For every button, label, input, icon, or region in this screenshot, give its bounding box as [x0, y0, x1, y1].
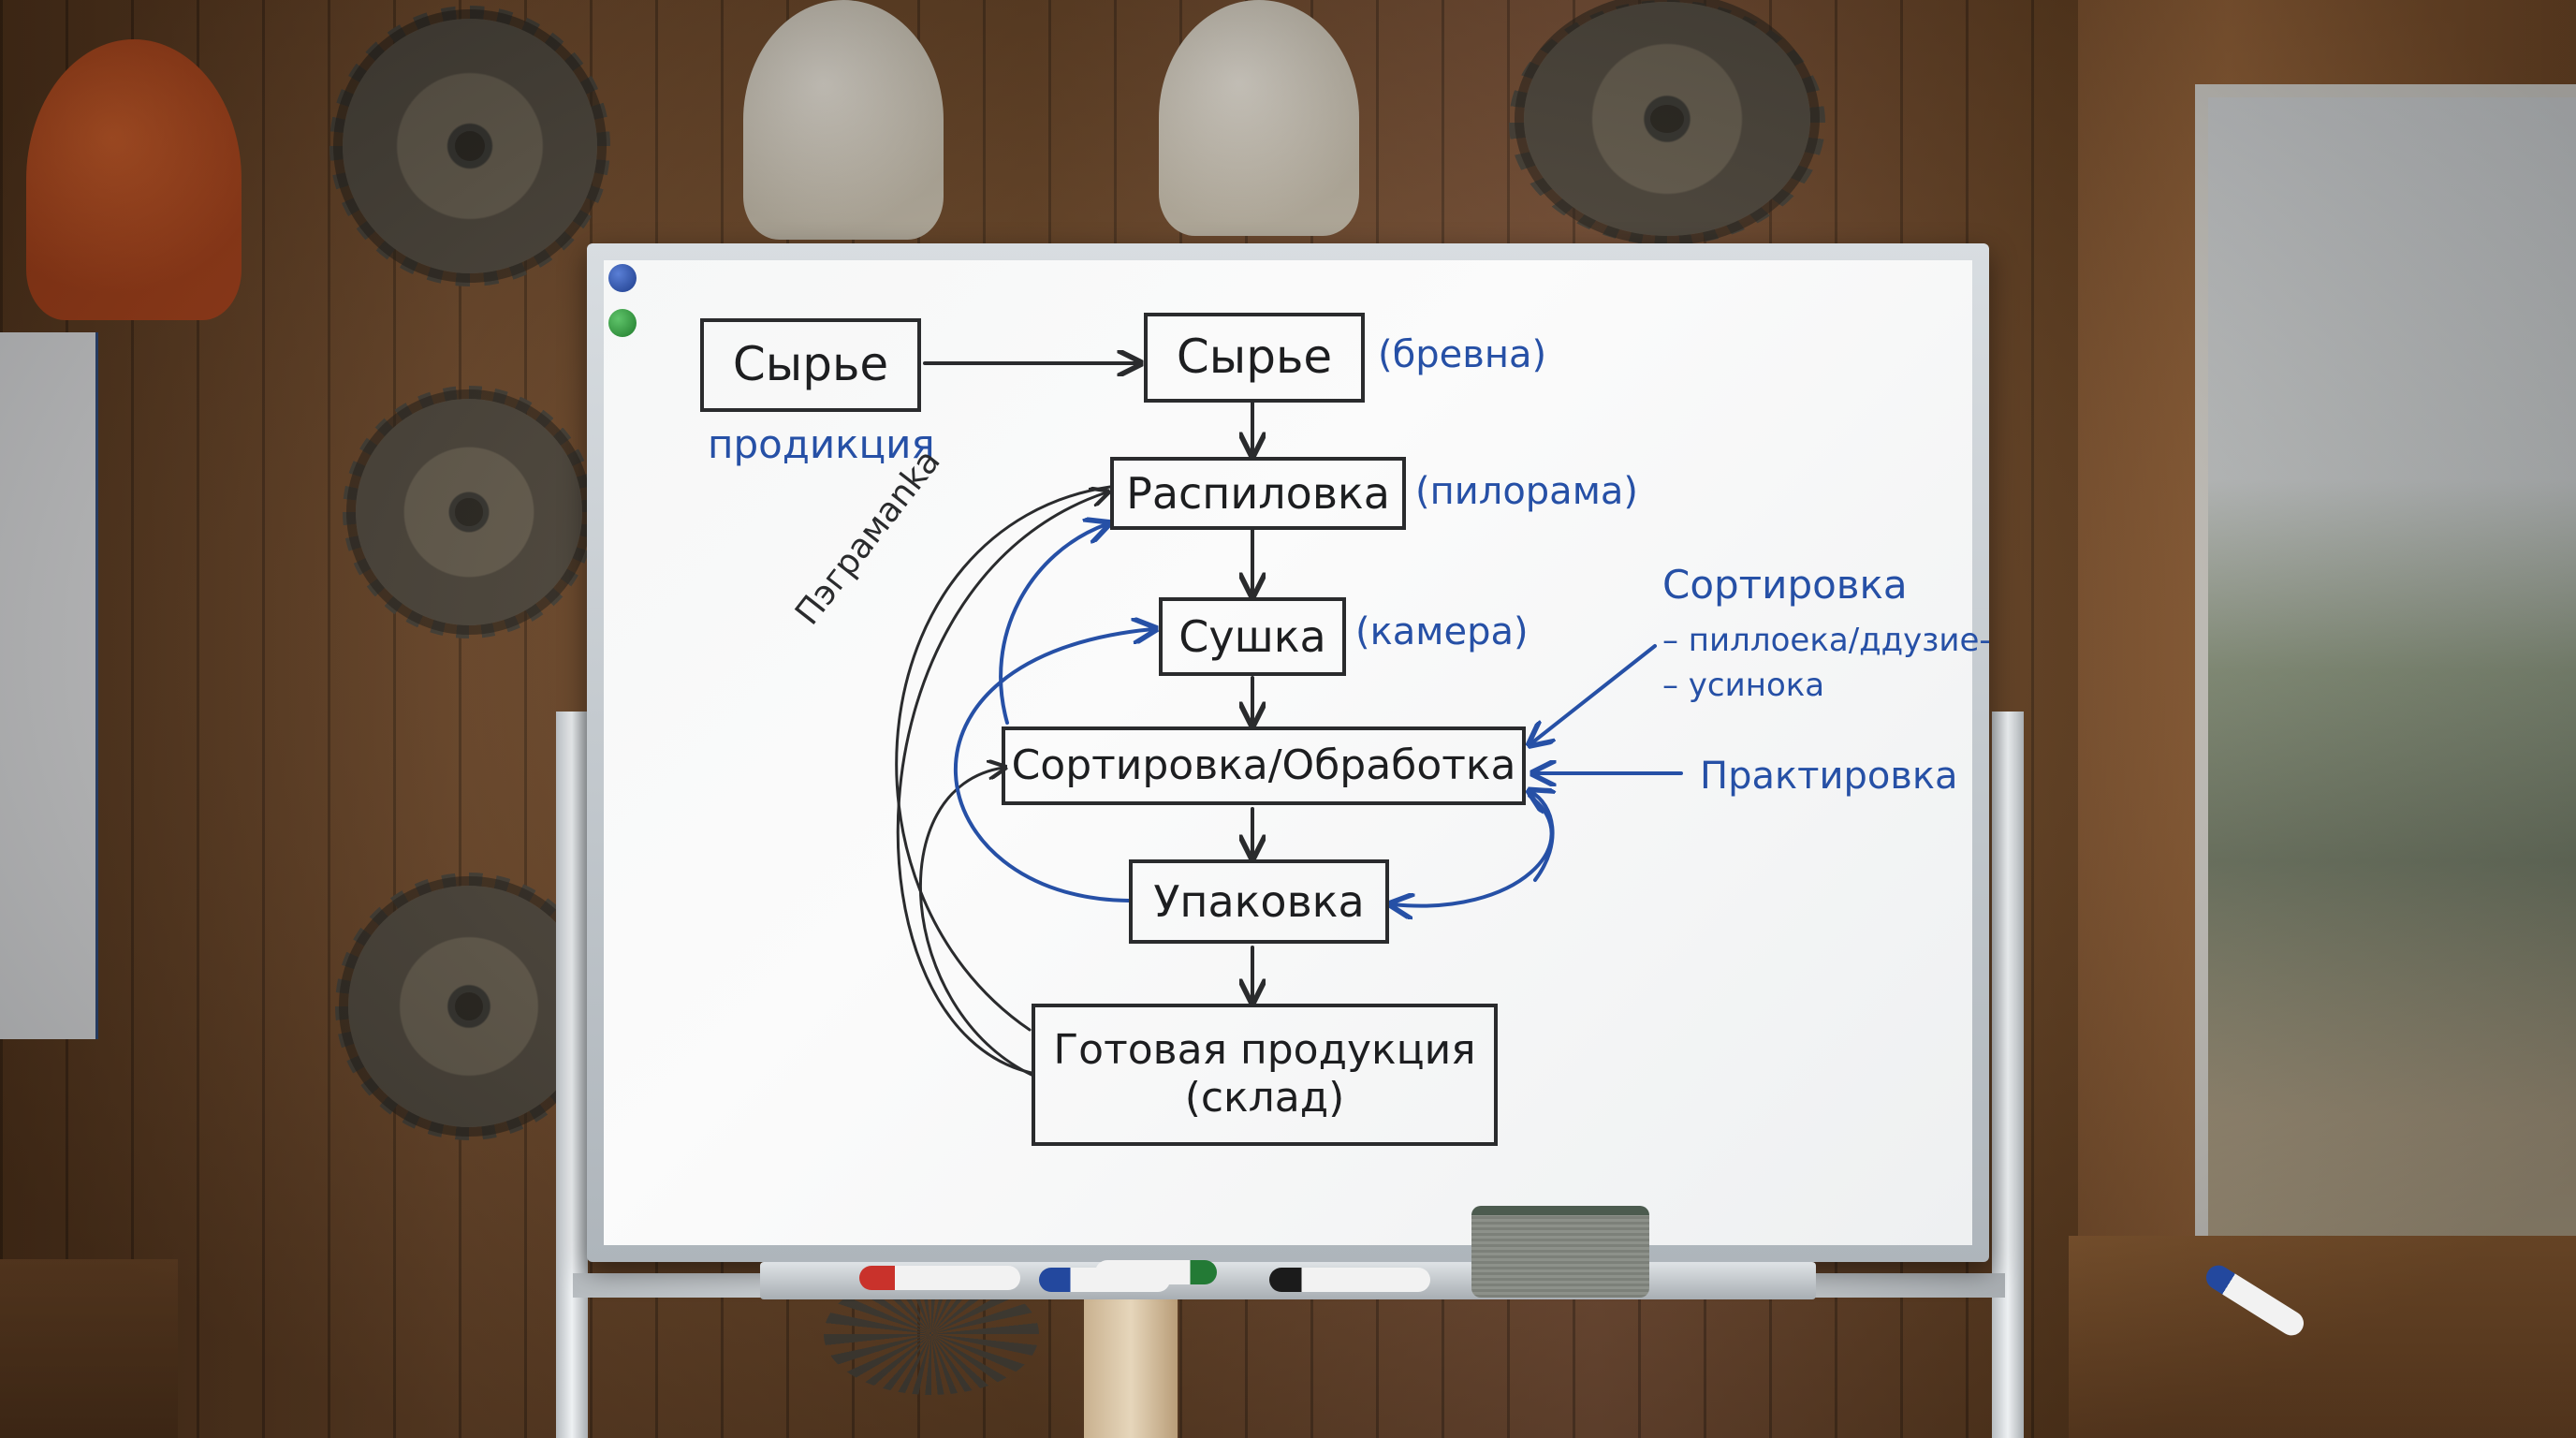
box-raw: Сырье [1144, 313, 1365, 403]
arrow-blue-sorting-to-sawing [999, 524, 1106, 725]
arrow-finished-to-sorting [918, 768, 1033, 1077]
white-hard-hat [1159, 0, 1359, 236]
stand-post [1084, 1299, 1178, 1438]
box-sorting-label: Сортировка/Обработка [1011, 741, 1516, 789]
orange-hard-hat [26, 39, 242, 320]
box-packing-label: Упаковка [1153, 875, 1365, 927]
box-drying: Сушка [1159, 597, 1346, 676]
arrow-blue-loop-sorting [1531, 792, 1553, 882]
black-marker[interactable] [1269, 1268, 1430, 1292]
wooden-shelf [0, 1259, 178, 1438]
stand-leg-left [556, 712, 588, 1438]
sawing-note: (пилорама) [1415, 470, 1638, 513]
arrow-blue-loop-packing [1393, 794, 1554, 906]
side-sorting-item-2: – усинока [1662, 667, 1825, 704]
green-magnet[interactable] [608, 309, 637, 337]
box-raw-product-label: Сырье [732, 337, 889, 392]
saw-blade [348, 886, 590, 1127]
raw-note: (бревна) [1378, 333, 1547, 376]
box-raw-product: Сырье [700, 318, 921, 412]
box-finished: Готовая продукция (склад) [1032, 1004, 1498, 1146]
saw-blade [1524, 2, 1810, 236]
box-sawing-label: Распиловка [1126, 467, 1390, 519]
side-practice-label: Практировка [1700, 755, 1958, 798]
whiteboard-eraser[interactable] [1471, 1206, 1649, 1298]
box-sawing: Распиловка [1110, 457, 1406, 530]
drying-note: (камера) [1355, 610, 1529, 653]
arrow-loop-outer [895, 485, 1112, 1032]
wall-calendar [0, 332, 98, 1039]
blue-magnet[interactable] [608, 264, 637, 292]
box-sorting: Сортировка/Обработка [1002, 726, 1526, 805]
whiteboard-surface [604, 260, 1972, 1245]
side-sorting-item-1: – пиллоека/ддузие- [1662, 622, 1991, 659]
saw-blade [356, 399, 582, 625]
box-finished-line2: (склад) [1184, 1074, 1345, 1122]
saw-blade [343, 19, 597, 273]
box-drying-label: Сушка [1178, 610, 1326, 662]
arrow-blue-packing-to-drying [953, 629, 1153, 902]
window-view [2195, 84, 2576, 1371]
box-finished-line1: Готовая продукция [1053, 1026, 1476, 1075]
stand-leg-right [1992, 712, 2024, 1438]
box-raw-label: Сырье [1176, 330, 1333, 385]
side-sorting-title: Сортировка [1662, 562, 1908, 608]
box-packing: Упаковка [1129, 859, 1389, 944]
red-marker[interactable] [859, 1266, 1020, 1290]
window-sill [2069, 1236, 2576, 1438]
raw-product-sub-label: продикция [708, 421, 935, 467]
green-marker[interactable] [1095, 1260, 1217, 1284]
white-hard-hat [743, 0, 944, 240]
arrow-side-sorting [1531, 644, 1657, 743]
